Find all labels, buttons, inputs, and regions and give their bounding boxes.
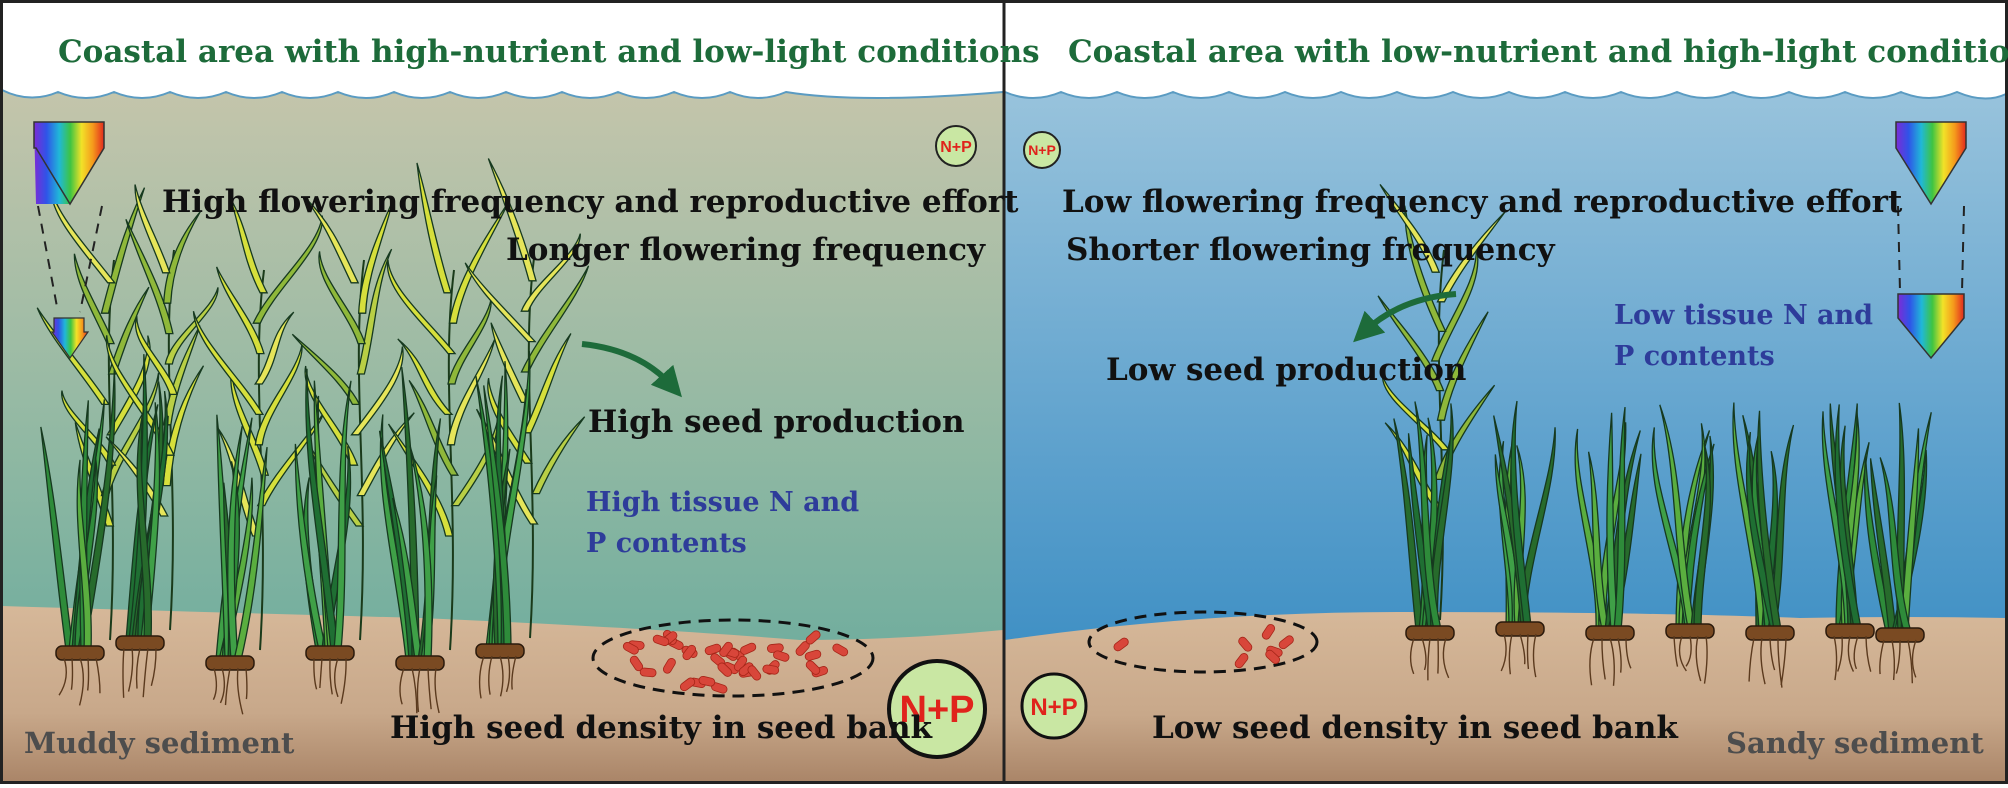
rhizome xyxy=(1876,628,1924,642)
right-seed-bank-label: Low seed density in seed bank xyxy=(1152,710,1678,746)
nutrient-label: N+P xyxy=(940,139,972,156)
right-title: Coastal area with low-nutrient and high-… xyxy=(1068,34,2008,70)
left-seed-bank-label: High seed density in seed bank xyxy=(390,710,932,746)
rhizome xyxy=(306,646,354,660)
right-flowering-duration: Shorter flowering frequency xyxy=(1066,232,1555,268)
rhizome xyxy=(1666,624,1714,638)
nutrient-badge-left-small: N+P xyxy=(936,126,976,166)
rhizome xyxy=(116,636,164,650)
left-tissue-line1: High tissue N and xyxy=(586,487,859,518)
rhizome xyxy=(206,656,254,670)
right-sediment-label: Sandy sediment xyxy=(1726,726,1984,760)
left-title: Coastal area with high-nutrient and low-… xyxy=(58,34,1040,70)
rhizome xyxy=(1586,626,1634,640)
rhizome xyxy=(396,656,444,670)
nutrient-badge-right-large: N+P xyxy=(1022,674,1086,738)
rhizome xyxy=(1826,624,1874,638)
rhizome xyxy=(1746,626,1794,640)
right-seed-production: Low seed production xyxy=(1106,352,1466,388)
right-tissue-line2: P contents xyxy=(1614,341,1775,372)
left-sediment-label: Muddy sediment xyxy=(24,726,294,760)
rhizome xyxy=(56,646,104,660)
seed xyxy=(640,668,657,677)
nutrient-label: N+P xyxy=(1030,694,1077,721)
nutrient-label: N+P xyxy=(1028,142,1056,158)
right-flowering-effort: Low flowering frequency and reproductive… xyxy=(1062,184,1902,220)
left-seed-production: High seed production xyxy=(588,404,965,440)
rhizome xyxy=(1496,622,1544,636)
left-tissue-line2: P contents xyxy=(586,528,747,559)
nutrient-badge-right-small: N+P xyxy=(1024,132,1060,168)
right-tissue-line1: Low tissue N and xyxy=(1614,300,1873,331)
rhizome xyxy=(476,644,524,658)
rhizome xyxy=(1406,626,1454,640)
left-flowering-duration: Longer flowering frequency xyxy=(506,232,985,268)
left-flowering-effort: High flowering frequency and reproductiv… xyxy=(162,184,1018,220)
